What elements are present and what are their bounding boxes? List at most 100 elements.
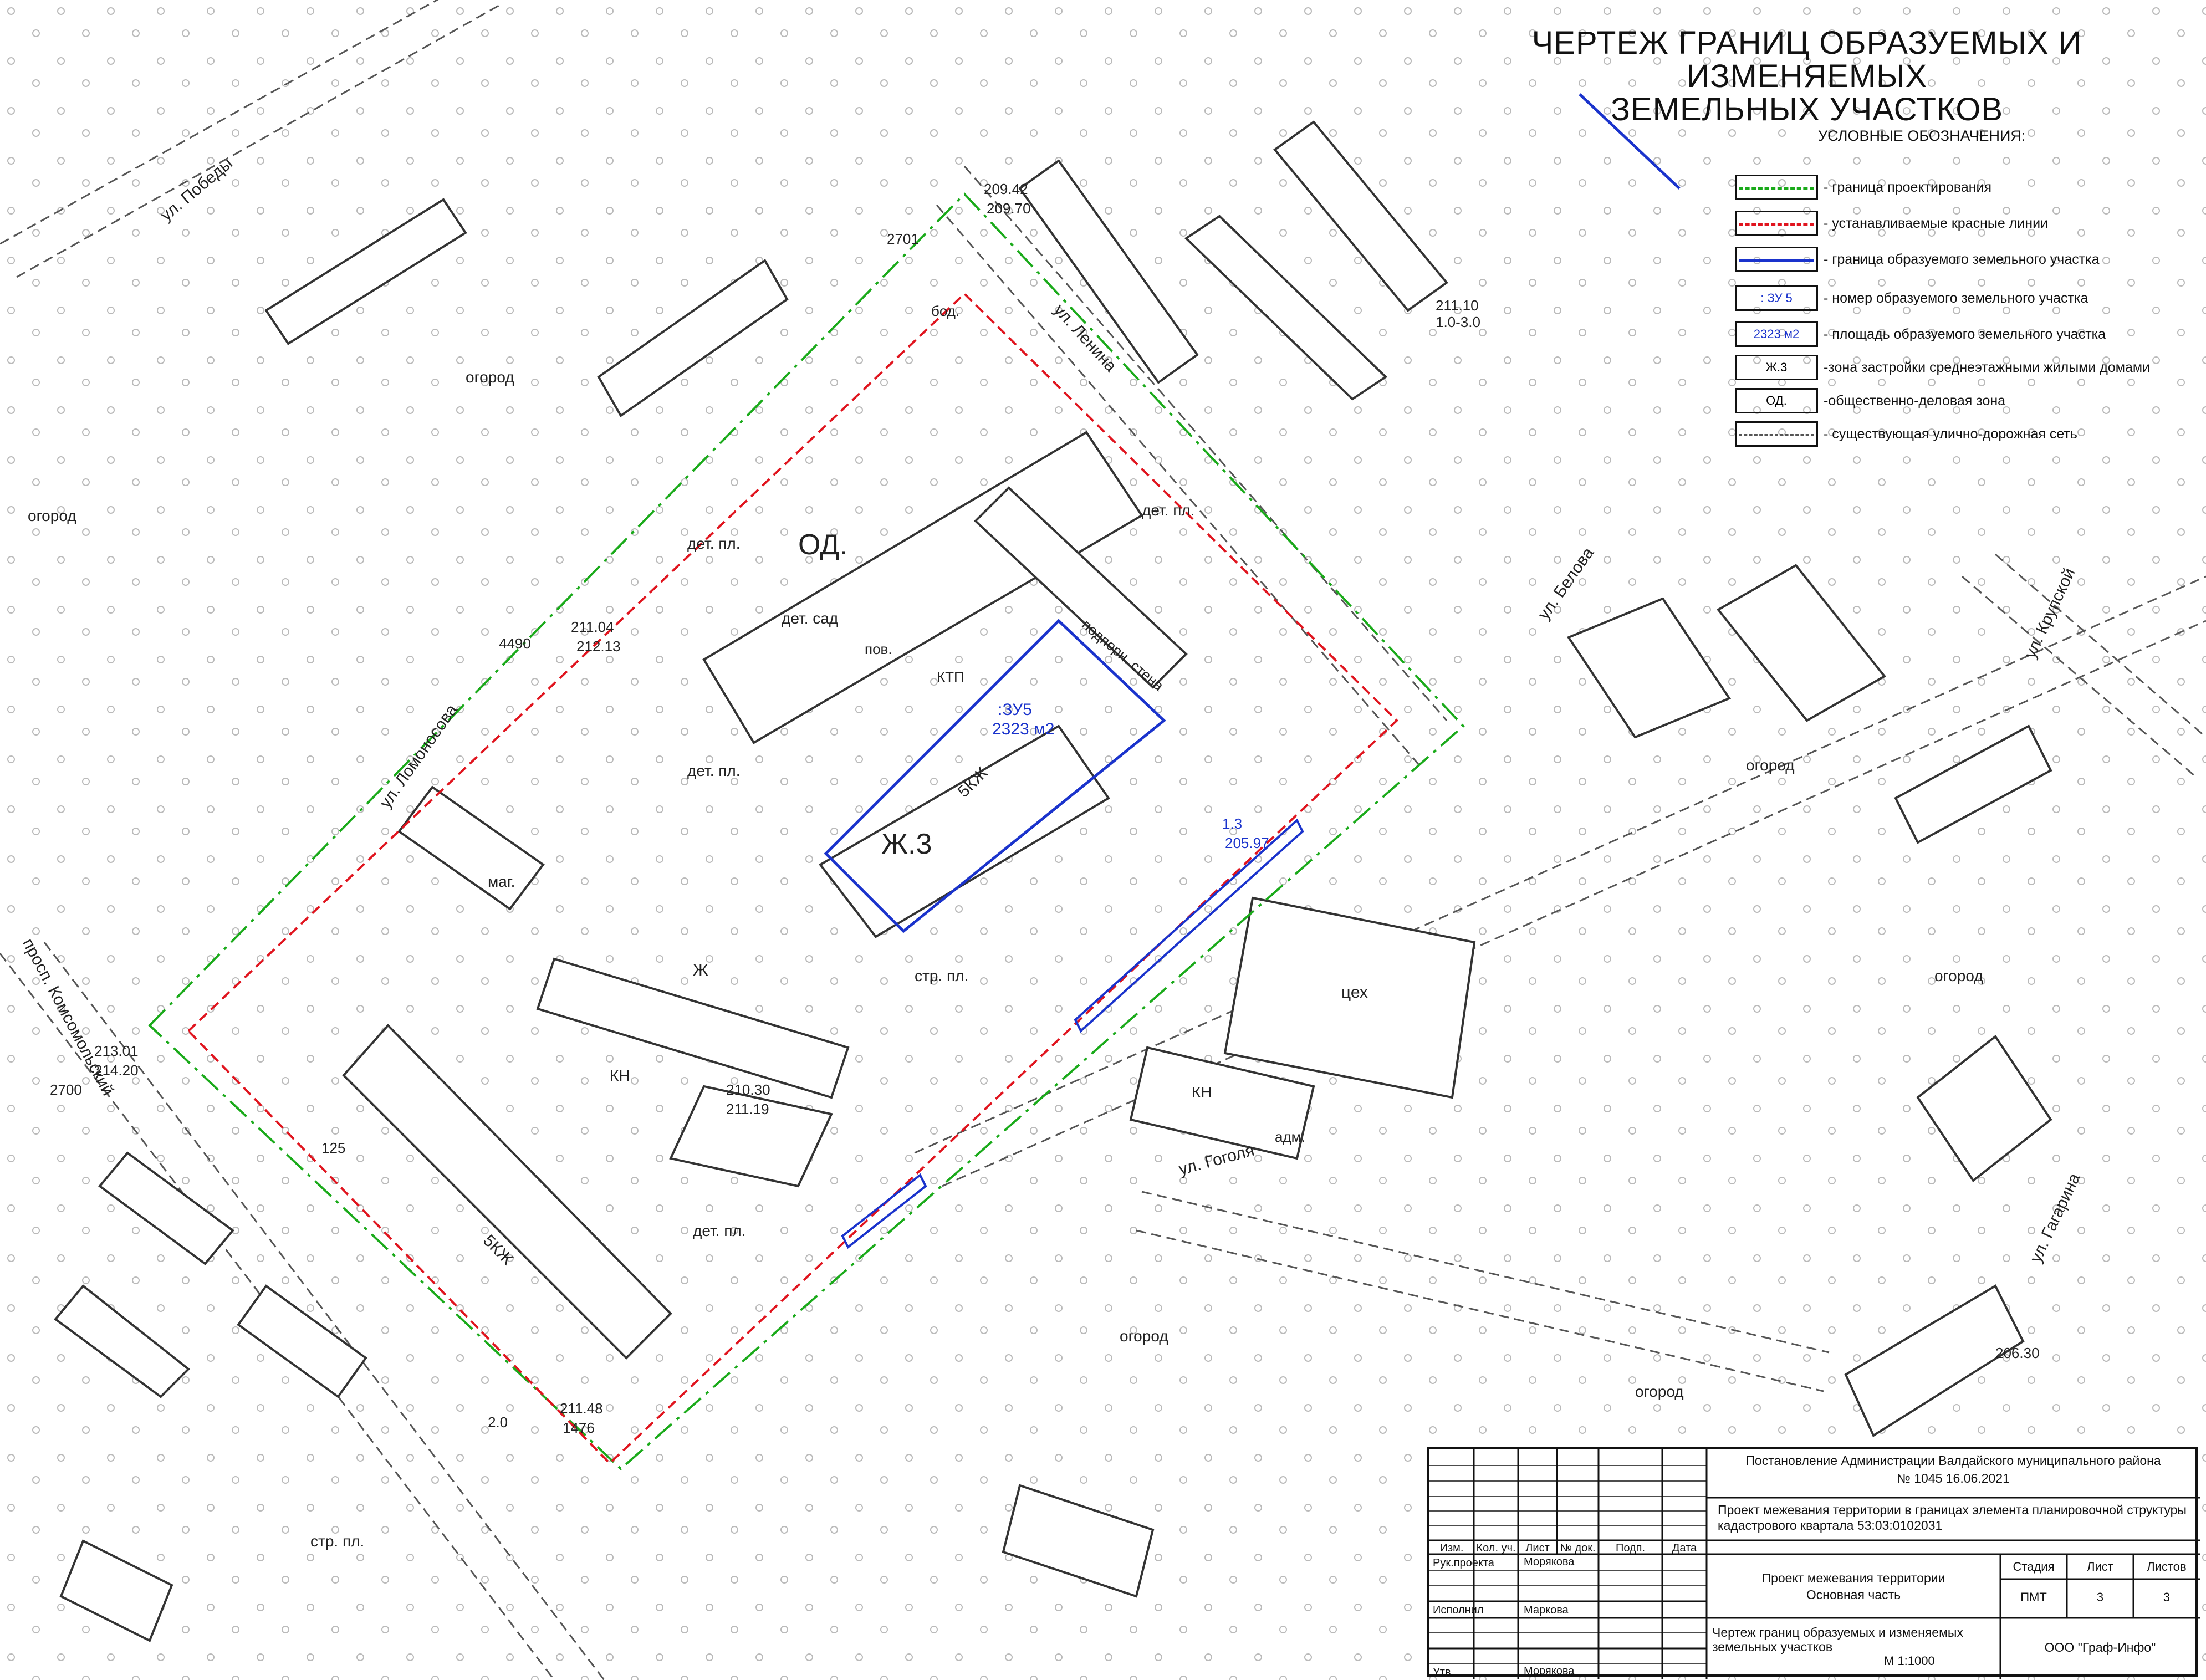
area-label: дет. пл. [1142,502,1195,519]
arrow-marker-south [841,1173,927,1249]
area-label: дет. пл. [693,1222,746,1239]
stamp-role: Утв. [1433,1666,1454,1678]
area-label: адм. [1275,1128,1305,1145]
stamp-name: Маркова [1524,1604,1569,1616]
stamp-role: Исполнил [1433,1604,1484,1616]
area-label: стр. пл. [310,1533,364,1550]
elevation-label: 209.42 [984,181,1028,197]
area-label: дет. пл. [687,535,741,552]
legend-text: - устанавливаемые красные линии [1824,215,2049,231]
elevation-label: 1.3 [1222,815,1242,832]
area-label: КН [1192,1084,1212,1101]
area-label: стр. пл. [915,967,968,984]
elevation-label: 125 [321,1140,345,1156]
elevation-label: 211.04 [571,619,614,635]
area-label: огород [466,369,514,386]
legend-symbol [1735,211,1818,236]
stamp-name: Морякова [1524,1556,1575,1568]
arrow-marker-north [1579,93,1681,190]
legend-item-red-lines: - устанавливаемые красные линии [1735,208,2048,239]
area-label: дет. пл. [687,762,741,779]
area-label: Ж [693,961,708,979]
area-label: пов. [865,641,892,657]
elevation-label: 214.20 [94,1062,139,1079]
legend-symbol: 2323 м2 [1735,321,1818,347]
stamp-doc-title: Проект межевания территории [1761,1571,1945,1585]
area-label: цех [1341,983,1368,1002]
elevation-label: 2701 [887,231,919,247]
elevation-label: 1.0-3.0 [1436,314,1480,330]
legend-symbol: ОД. [1735,388,1818,413]
legend-symbol [1735,247,1818,272]
legend-item-parcel-boundary: - граница образуемого земельного участка [1735,244,2100,275]
elevation-label: 2700 [50,1081,82,1098]
stamp-role: Рук.проекта [1433,1557,1494,1569]
elevation-label: 1476 [563,1419,595,1436]
area-label: дет. сад [782,610,838,627]
buildings [54,120,2052,1642]
elevation-label: 2.0 [488,1414,508,1431]
elevation-label: 209.70 [987,200,1031,217]
area-label: огород [28,507,76,524]
legend-text: - площадь образуемого земельного участка [1824,326,2106,342]
stamp-header-podp: Подп. [1615,1542,1646,1554]
stamp-stage-header: Стадия [2013,1560,2055,1574]
area-label: КН [610,1067,630,1084]
sheet-title: ЧЕРТЕЖ ГРАНИЦ ОБРАЗУЕМЫХ И ИЗМЕНЯЕМЫХ ЗЕ… [1419,27,2195,126]
area-label: бод. [931,303,959,319]
area-label: огород [1934,967,1983,984]
elevation-label: 211.10 [1436,297,1479,314]
stamp-header-izm: Изм. [1439,1542,1464,1554]
parcel-area-label: 2323 м2 [992,720,1054,738]
project-boundary [148,192,1465,1470]
legend-symbol: : ЗУ 5 [1735,285,1818,311]
stamp-resolution-no: № 1045 16.06.2021 [1897,1471,2010,1485]
legend-item-zone-zh3: Ж.3 -зона застройки среднеэтажными жилым… [1735,352,2150,383]
area-label: маг. [488,873,515,890]
stamp-doc-part: Основная часть [1806,1587,1901,1602]
legend-text: - граница образуемого земельного участка [1824,251,2100,267]
stamp-scale: М 1:1000 [1884,1654,1935,1668]
legend-symbol: Ж.3 [1735,355,1818,380]
arrow-marker-east [1074,818,1304,1033]
area-label: огород [1746,757,1795,774]
legend-item-zone-od: ОД. -общественно-деловая зона [1735,385,2005,416]
stamp-header-list: Лист [1525,1542,1550,1554]
legend-text: - существующая улично-дорожная сеть [1824,426,2077,442]
zone-label-od: ОД. [798,529,847,561]
elevation-label: 205.97 [1225,835,1269,851]
parcel-number-label: :ЗУ5 [998,701,1032,719]
stamp-sheet: 3 [2096,1590,2104,1604]
title-block-grid [1429,1449,2200,1679]
sheet-title-line2: ЗЕМЕЛЬНЫХ УЧАСТКОВ [1610,91,2004,127]
stamp-project: Проект межевания территории в границах э… [1718,1503,2187,1533]
stamp-stage: ПМТ [2020,1590,2047,1604]
elevation-label: 211.19 [726,1101,769,1117]
area-label: огород [1635,1383,1684,1400]
legend-text: - граница проектирования [1824,179,1992,195]
legend-item-project-boundary: - граница проектирования [1735,172,1991,203]
stamp-resolution: Постановление Администрации Валдайского … [1745,1453,2161,1468]
elevation-label: 210.30 [726,1081,770,1098]
stamp-header-ndoc: № док. [1560,1542,1596,1554]
legend-item-street-network: - существующая улично-дорожная сеть [1735,418,2077,450]
red-lines [187,292,1398,1465]
elevation-label: 206.30 [1995,1345,2040,1361]
sheet-title-line1: ЧЕРТЕЖ ГРАНИЦ ОБРАЗУЕМЫХ И ИЗМЕНЯЕМЫХ [1531,25,2082,94]
elevation-label: 211.48 [560,1400,603,1417]
legend-item-parcel-area: 2323 м2 - площадь образуемого земельного… [1735,319,2106,350]
legend-heading: УСЛОВНЫЕ ОБОЗНАЧЕНИЯ: [1818,127,2026,144]
legend-text: - номер образуемого земельного участка [1824,290,2088,306]
legend-symbol [1735,421,1818,447]
stamp-header-data: Дата [1672,1542,1697,1554]
stamp-name: Морякова [1524,1665,1575,1677]
stamp-company: ООО "Граф-Инфо" [2044,1640,2156,1655]
zone-label-zh3: Ж.3 [881,828,932,860]
area-label: огород [1120,1327,1168,1345]
legend-item-parcel-number: : ЗУ 5 - номер образуемого земельного уч… [1735,283,2088,314]
parcel-zu5 [824,619,1166,933]
legend-text: -общественно-деловая зона [1824,392,2006,408]
stamp-sheet-header: Лист [2087,1560,2113,1574]
legend-symbol [1735,175,1818,200]
